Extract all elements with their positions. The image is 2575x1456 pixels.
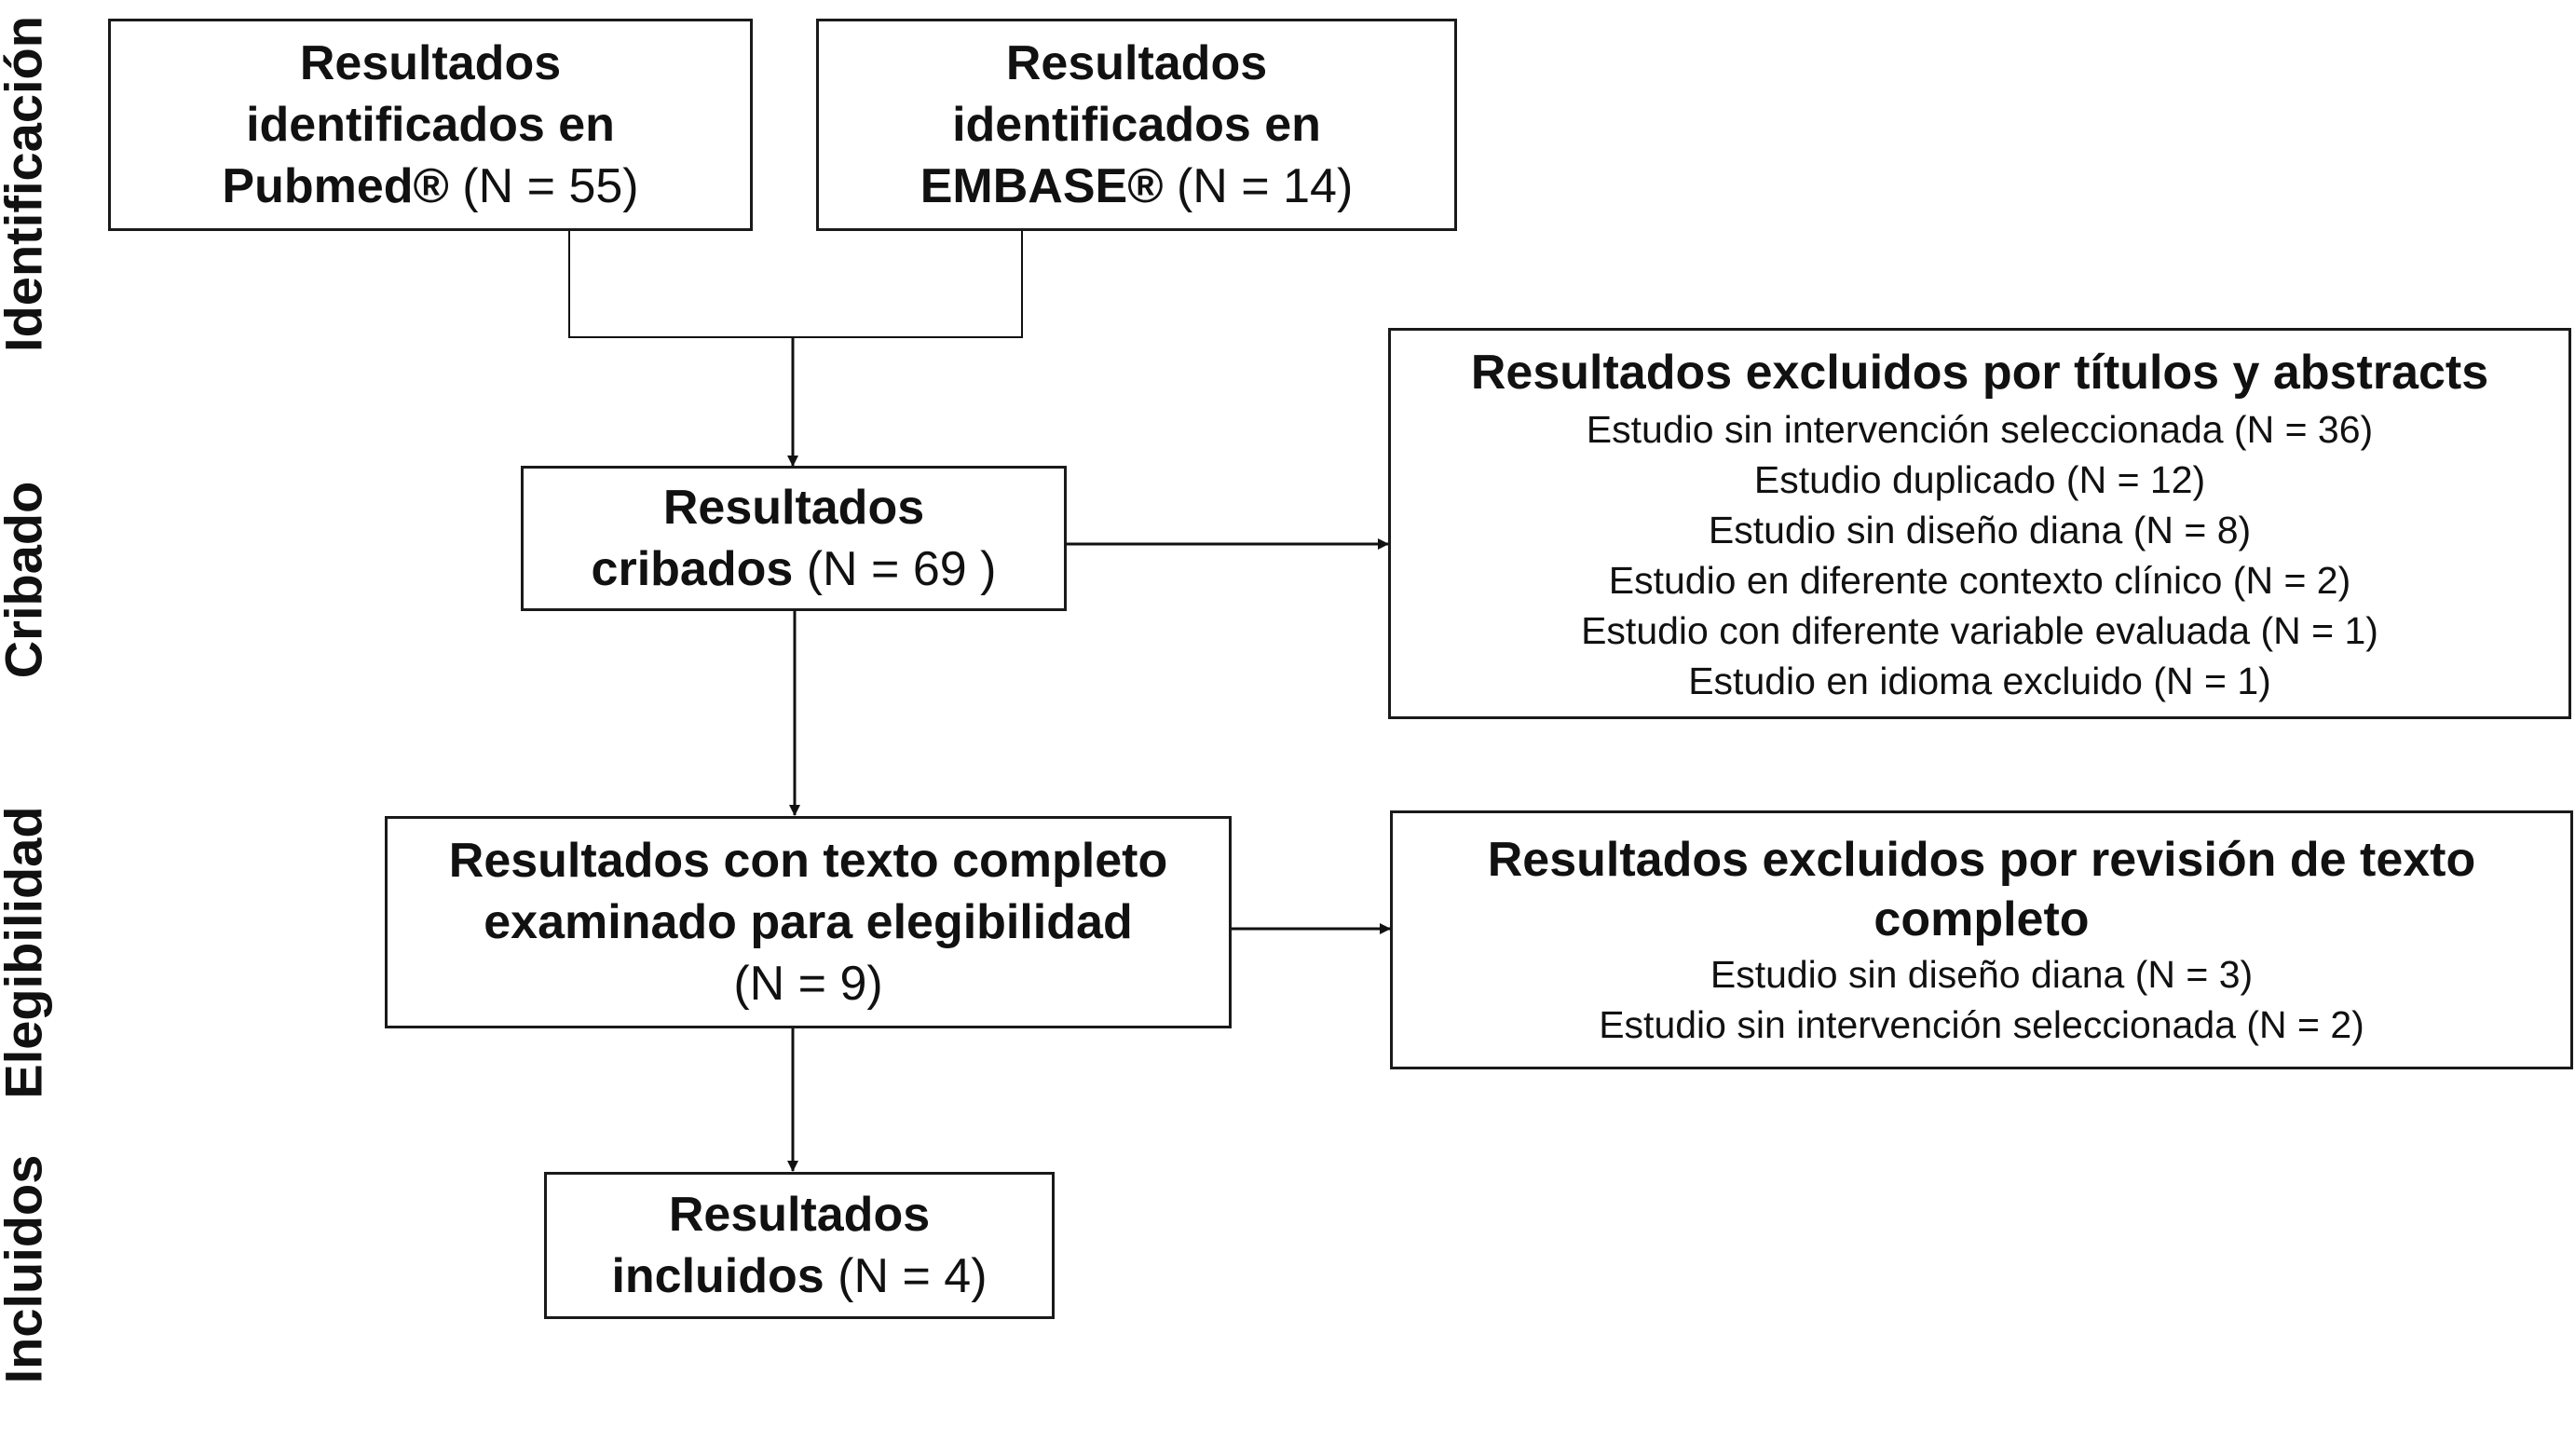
connectors [568, 231, 1391, 1172]
pubmed-line3: Pubmed® (N = 55) [222, 156, 638, 217]
fulltext-box: Resultados con texto completo examinado … [385, 816, 1232, 1028]
excluded-titles-item: Estudio sin diseño diana (N = 8) [1708, 509, 2252, 551]
incluidos-label: incluidos [611, 1249, 824, 1303]
excluded-titles-item: Estudio en idioma excluido (N = 1) [1688, 660, 2271, 702]
embase-line1: Resultados [1005, 36, 1268, 90]
excluded-titles-item: Estudio con diferente variable evaluada … [1581, 609, 2378, 652]
pubmed-line2: identificados en [246, 98, 615, 152]
pubmed-box: Resultados identificados en Pubmed® (N =… [108, 19, 753, 231]
cribados-box: Resultados cribados (N = 69 ) [521, 466, 1067, 611]
embase-count: (N = 14) [1163, 159, 1354, 213]
cribados-line1: Resultados [662, 481, 925, 535]
incluidos-count: (N = 4) [824, 1249, 988, 1303]
cribados-count: (N = 69 ) [793, 542, 997, 596]
embase-line3: EMBASE® (N = 14) [920, 156, 1354, 217]
excluded-fulltext-heading-line1: Resultados excluidos por revisión de tex… [1487, 833, 2476, 887]
excluded-fulltext-item: Estudio sin intervención seleccionada (N… [1599, 1003, 2364, 1046]
excluded-titles-item: Estudio en diferente contexto clínico (N… [1608, 559, 2351, 602]
fulltext-line2: examinado para elegibilidad [484, 895, 1133, 949]
excluded-titles-heading: Resultados excluidos por títulos y abstr… [1470, 346, 2489, 400]
incluidos-line2: incluidos (N = 4) [611, 1245, 987, 1307]
embase-line2: identificados en [952, 98, 1321, 152]
excluded-fulltext-item: Estudio sin diseño diana (N = 3) [1710, 953, 2254, 996]
incluidos-line1: Resultados [668, 1188, 931, 1242]
fulltext-line1: Resultados con texto completo [448, 834, 1168, 888]
pubmed-source-name: Pubmed® [222, 159, 449, 213]
embase-source-name: EMBASE® [920, 159, 1164, 213]
embase-box: Resultados identificados en EMBASE® (N =… [816, 19, 1457, 231]
excluded-titles-box: Resultados excluidos por títulos y abstr… [1388, 328, 2571, 719]
excluded-fulltext-box: Resultados excluidos por revisión de tex… [1390, 810, 2573, 1069]
pubmed-line1: Resultados [299, 36, 562, 90]
excluded-fulltext-heading-line2: completo [1873, 892, 2090, 946]
incluidos-box: Resultados incluidos (N = 4) [544, 1172, 1055, 1319]
merge-line [568, 231, 1023, 338]
pubmed-count: (N = 55) [448, 159, 639, 213]
cribados-label: cribados [591, 542, 794, 596]
fulltext-count: (N = 9) [733, 957, 883, 1011]
excluded-titles-item: Estudio duplicado (N = 12) [1753, 458, 2206, 501]
excluded-titles-item: Estudio sin intervención seleccionada (N… [1586, 408, 2374, 451]
cribados-line2: cribados (N = 69 ) [592, 538, 997, 600]
